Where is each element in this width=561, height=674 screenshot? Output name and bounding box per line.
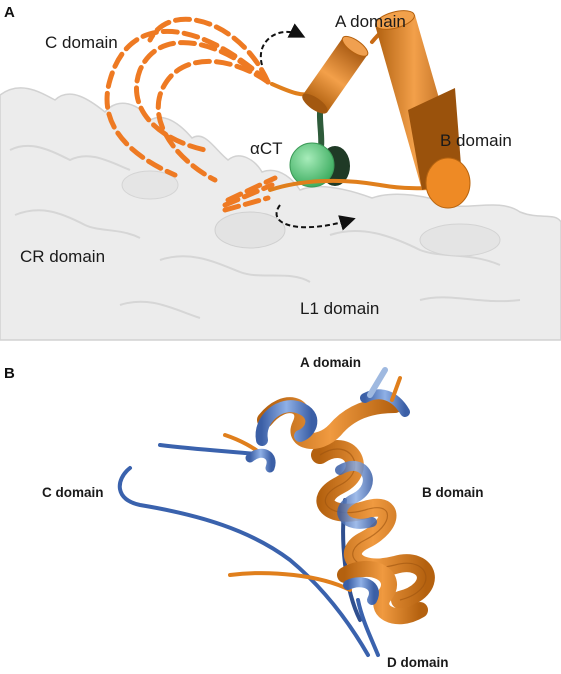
blue-helix-bottom (343, 577, 379, 605)
alpha-ct-helix (289, 97, 350, 188)
blue-small-helix-left (245, 448, 276, 473)
orange-strand-top (390, 376, 402, 402)
panel-b-d-domain-label: D domain (387, 655, 449, 670)
panel-a-l1-domain-label: L1 domain (300, 299, 379, 318)
light-blue-strand-top (367, 367, 388, 398)
panel-a: A C domain A domain B domain αCT CR doma… (0, 4, 561, 341)
blue-to-d-strand (356, 598, 380, 657)
orange-bottom-strand (228, 571, 352, 592)
receptor-surface (0, 87, 561, 341)
panel-a-a-domain-label: A domain (335, 12, 406, 31)
blue-c-tail (117, 466, 370, 657)
blue-helix-b (335, 460, 377, 529)
b-domain-helix (375, 10, 471, 209)
panel-b-c-domain-label: C domain (42, 485, 104, 500)
orange-helix-b (311, 440, 435, 609)
upper-curved-arrow (259, 23, 306, 66)
blue-helix-a (255, 400, 318, 446)
orange-helix-bottom (337, 560, 428, 625)
panel-a-letter: A (4, 4, 15, 21)
panel-a-cr-domain-label: CR domain (20, 247, 105, 266)
panel-b-letter: B (4, 365, 15, 382)
panel-a-b-domain-label: B domain (440, 131, 512, 150)
panel-b-b-domain-label: B domain (422, 485, 484, 500)
c-domain-dashed-loops (104, 16, 278, 213)
a-domain-helix (302, 35, 369, 114)
lower-curved-arrow (275, 204, 356, 231)
panel-a-alpha-ct-label: αCT (250, 139, 283, 158)
panel-b-a-domain-label: A domain (300, 355, 361, 370)
panel-a-c-domain-label: C domain (45, 33, 118, 52)
panel-b: B A domain B domain C domain D domain (4, 355, 484, 670)
